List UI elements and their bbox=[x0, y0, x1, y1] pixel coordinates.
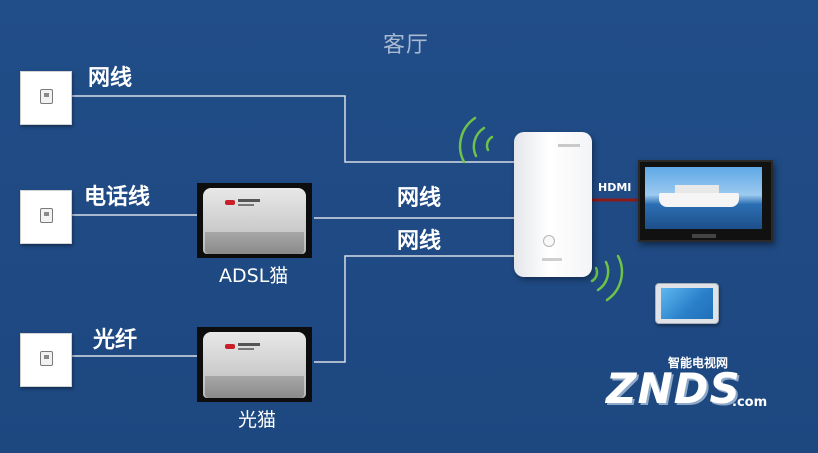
label-adsl-modem: ADSL猫 bbox=[219, 265, 289, 287]
wall-socket-icon bbox=[20, 71, 72, 125]
label-hdmi: HDMI bbox=[598, 181, 632, 194]
watermark-domain: .com bbox=[732, 395, 768, 410]
diagram-title: 客厅 bbox=[383, 33, 430, 58]
label-fiber: 光纤 bbox=[93, 328, 138, 353]
wall-socket-icon bbox=[20, 190, 72, 244]
wire-fibermodem-router bbox=[314, 255, 515, 363]
watermark-brand: ZNDS bbox=[606, 364, 741, 413]
wifi-signal-icon bbox=[458, 116, 494, 164]
fiber-modem-icon bbox=[197, 327, 312, 402]
tv-icon bbox=[638, 160, 773, 242]
label-phone-line: 电话线 bbox=[84, 185, 151, 210]
label-fiber-modem: 光猫 bbox=[238, 409, 277, 431]
label-adsl-router-line: 网线 bbox=[397, 186, 442, 211]
router-icon bbox=[514, 132, 592, 277]
adsl-modem-icon bbox=[197, 183, 312, 258]
wall-socket-icon bbox=[20, 333, 72, 387]
wire-top bbox=[70, 95, 515, 163]
wifi-signal-icon-2 bbox=[590, 254, 624, 302]
label-wall-network-line: 网线 bbox=[88, 66, 133, 91]
znds-watermark-logo: 智能电视网 ZNDS .com bbox=[606, 350, 776, 420]
tablet-icon bbox=[655, 283, 719, 324]
label-fibermodem-router-line: 网线 bbox=[397, 229, 442, 254]
watermark-site-name: 智能电视网 bbox=[668, 356, 729, 370]
